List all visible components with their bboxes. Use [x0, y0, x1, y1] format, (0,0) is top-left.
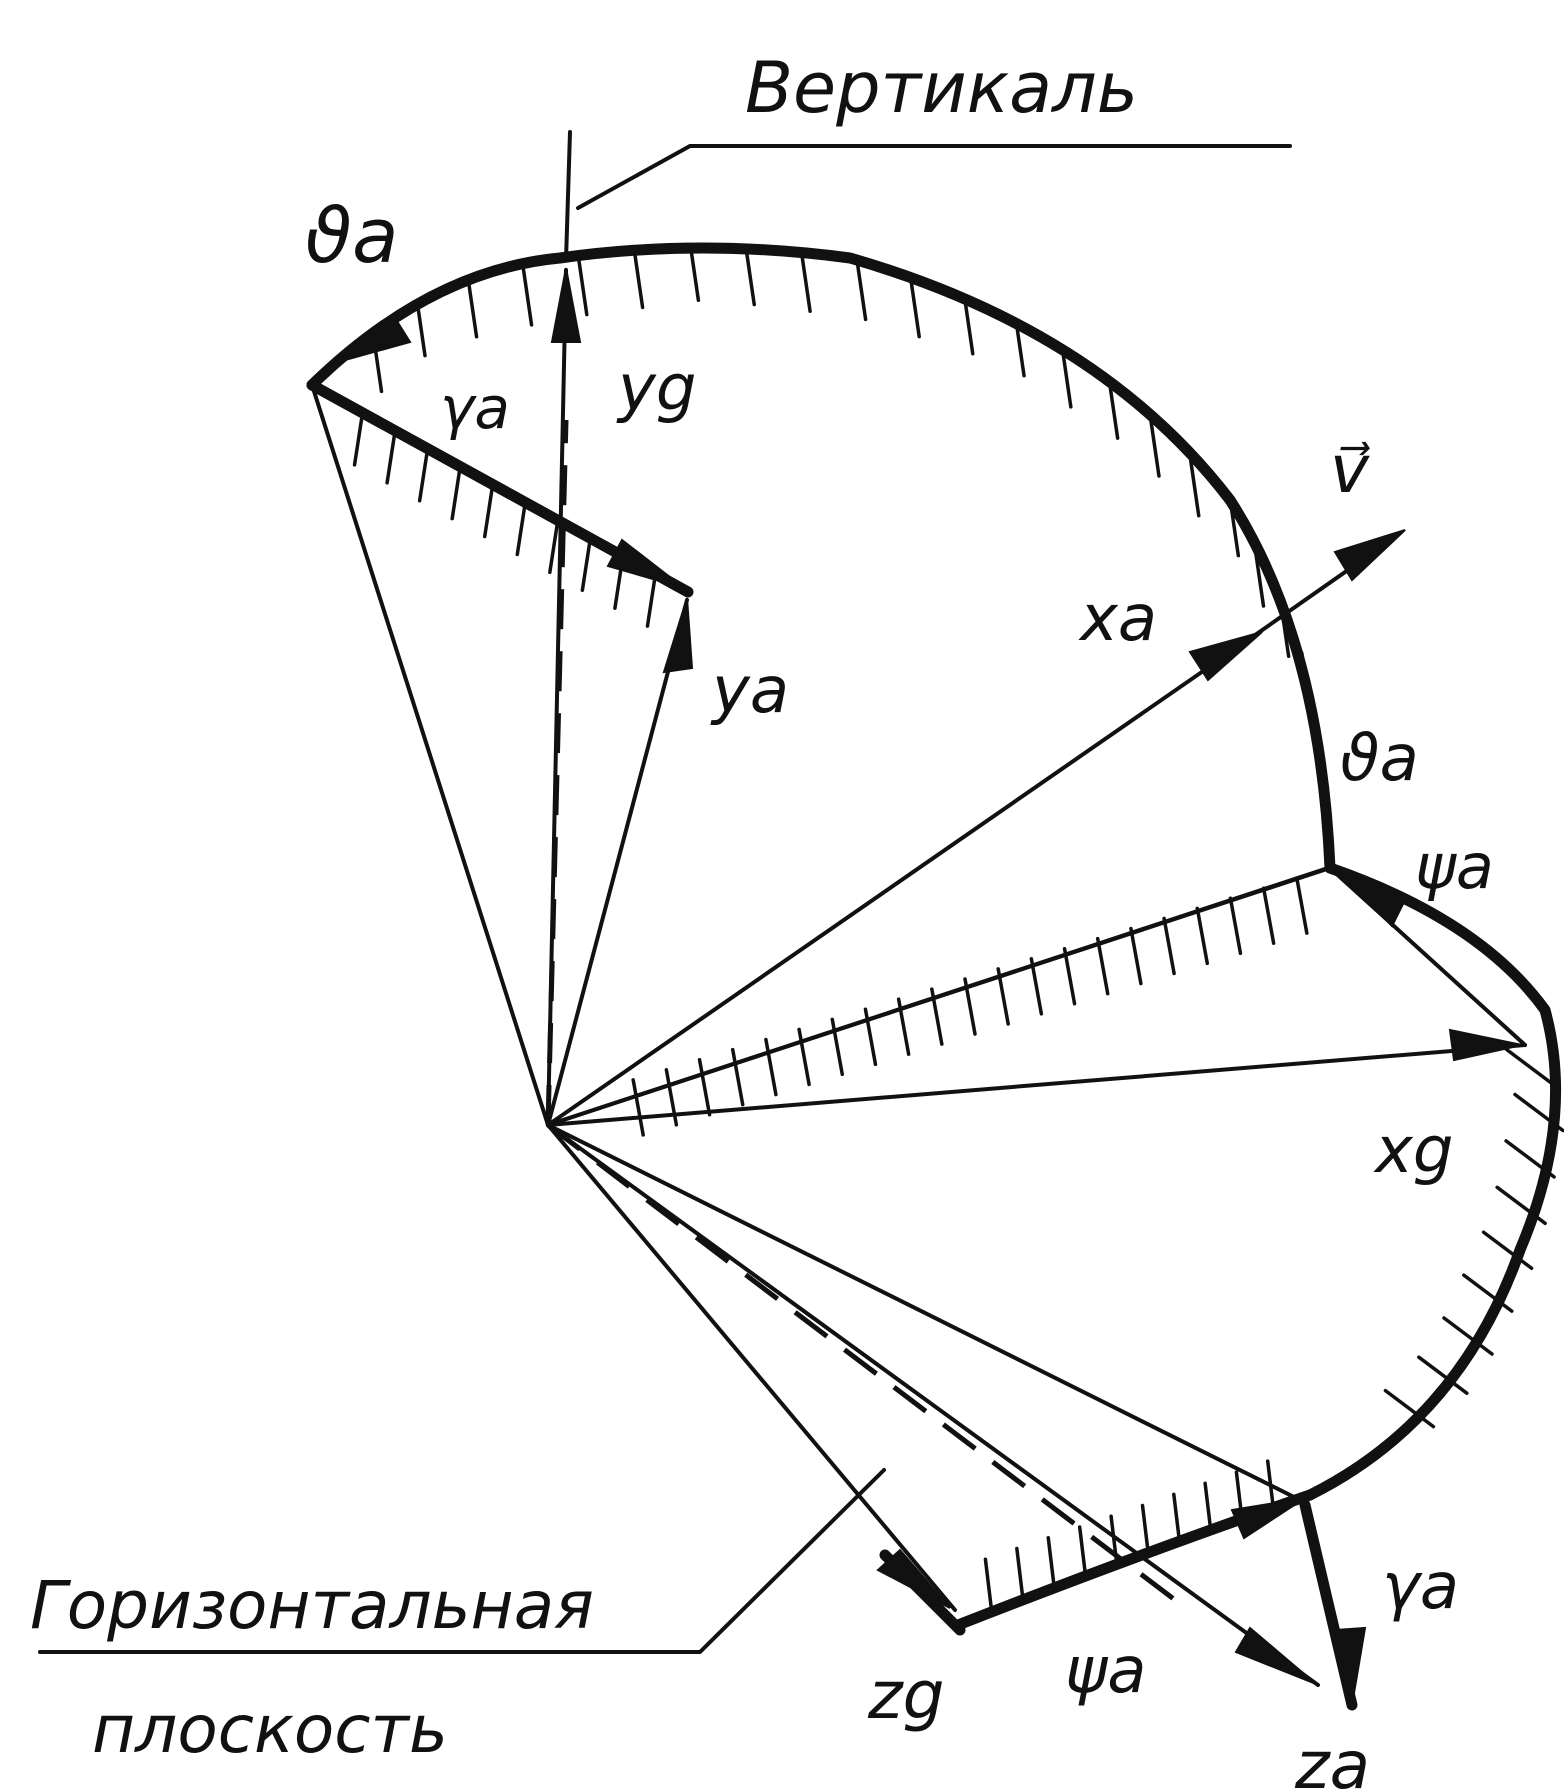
hatch-mark [1107, 381, 1120, 440]
hatch-mark [1162, 916, 1176, 976]
ya-arrowhead [662, 597, 694, 674]
yg-axis [546, 268, 568, 1127]
hatch-mark [963, 296, 975, 356]
hatch-mark [352, 411, 365, 467]
hatch-mark [797, 1027, 811, 1087]
xa-arrowhead [1188, 631, 1263, 682]
hatch-mark [1188, 458, 1201, 518]
horizontal-plane-leader [38, 1468, 886, 1654]
hatch-mark [1015, 1546, 1025, 1601]
xg-axis [546, 1043, 1527, 1127]
hatch-mark [1504, 1047, 1556, 1087]
hatch-mark [417, 446, 430, 503]
hatch-mark [632, 250, 645, 310]
hatch-mark [1029, 957, 1044, 1016]
theta-top-label: ϑa [305, 191, 399, 280]
hatch-mark [744, 247, 756, 307]
hatch-mark [577, 257, 589, 317]
hatch-mark [730, 1047, 745, 1107]
hatch-mark [1228, 896, 1243, 956]
labels: Вертикаль Горизонтальная плоскость ϑa γa… [30, 47, 1494, 1792]
za-arrowhead [1234, 1626, 1317, 1685]
hatch-mark [450, 464, 462, 521]
hatch-mark [1417, 1355, 1469, 1395]
vertical-line [564, 130, 572, 262]
theta-arrowhead [344, 316, 412, 361]
horizontal-plane-label-line2: плоскость [92, 1691, 448, 1768]
hatch-mark [1462, 1273, 1514, 1313]
xa-axis [546, 638, 1250, 1127]
hatch-mark [1046, 1536, 1057, 1590]
hatch-mark [1061, 350, 1073, 409]
hatch-mark [515, 500, 528, 557]
psi-right-label: ψa [1415, 830, 1494, 903]
gamma-bottom-label: γa [1382, 1550, 1459, 1624]
hatch-mark [688, 243, 701, 302]
psi-bottom-arrowhead [1230, 1497, 1306, 1540]
hatch-mark [1383, 1388, 1436, 1429]
zg-axis [546, 1123, 957, 1612]
hatch-mark [1442, 1316, 1494, 1356]
v-label: v⃗ [1330, 431, 1371, 508]
hatch-mark [697, 1057, 712, 1117]
thick-arcs [306, 242, 1562, 1711]
hatch-mark [1195, 906, 1210, 966]
psi-bottom-label: ψa [1065, 1634, 1146, 1708]
axis-lines [546, 268, 1527, 1692]
hatch-mark [983, 1557, 994, 1612]
horizontal-plane-label-line1: Горизонтальная [30, 1567, 594, 1644]
v-arrowhead [1333, 529, 1406, 582]
za-label: za [1294, 1727, 1370, 1792]
gamma-bottom-arrowhead [1333, 1626, 1367, 1706]
psi-arc-right [1304, 862, 1562, 1501]
hatch-mark [764, 1037, 778, 1097]
gamma-top-arrowhead [606, 538, 685, 589]
hatch-mark [645, 572, 658, 628]
ya-axis [546, 598, 689, 1127]
xg-label: xg [1373, 1114, 1454, 1188]
hatch-mark [1295, 876, 1309, 935]
hatch-mark [1062, 946, 1077, 1006]
hatch-mark [855, 262, 868, 322]
hatch-mark [830, 1017, 845, 1077]
zg-label: zg [867, 1657, 945, 1734]
yg-arrowhead [550, 267, 582, 343]
theta-right-label: ϑa [1340, 722, 1419, 796]
hatch-mark [1481, 1230, 1534, 1270]
xa-label: xa [1078, 582, 1157, 656]
hatch-mark [482, 482, 495, 539]
hatch-mark [466, 279, 479, 339]
arrowheads [344, 267, 1523, 1706]
hatch-mark [1095, 936, 1110, 996]
hatch-mark [1253, 549, 1266, 608]
za-axis [546, 1123, 1320, 1687]
hatch-mark [521, 268, 534, 327]
xg-arrowhead [1448, 1028, 1523, 1062]
hatch-mark [1261, 886, 1276, 945]
psi-right-arrowhead [1335, 867, 1407, 928]
hatch-mark [631, 1078, 645, 1137]
hatch-mark [1077, 1525, 1088, 1579]
hatch-mark [580, 536, 593, 593]
yg-label: yg [616, 352, 697, 426]
hatch-mark [800, 254, 812, 314]
dashed-projections [545, 419, 1177, 1602]
ya-label: ya [710, 654, 789, 728]
gamma-top-label: γa [440, 374, 510, 442]
hatch-mark [909, 279, 921, 339]
vertical-leader [576, 144, 1292, 210]
zg-arrowhead [876, 1548, 951, 1609]
hatch-marks [352, 243, 1564, 1612]
hatch-mark [385, 429, 397, 485]
vertical-label: Вертикаль [745, 47, 1138, 129]
hatch-mark [548, 518, 560, 575]
hatch-mark [1129, 926, 1143, 986]
theta-arc-top [306, 242, 1336, 874]
hatch-mark [1149, 419, 1161, 478]
